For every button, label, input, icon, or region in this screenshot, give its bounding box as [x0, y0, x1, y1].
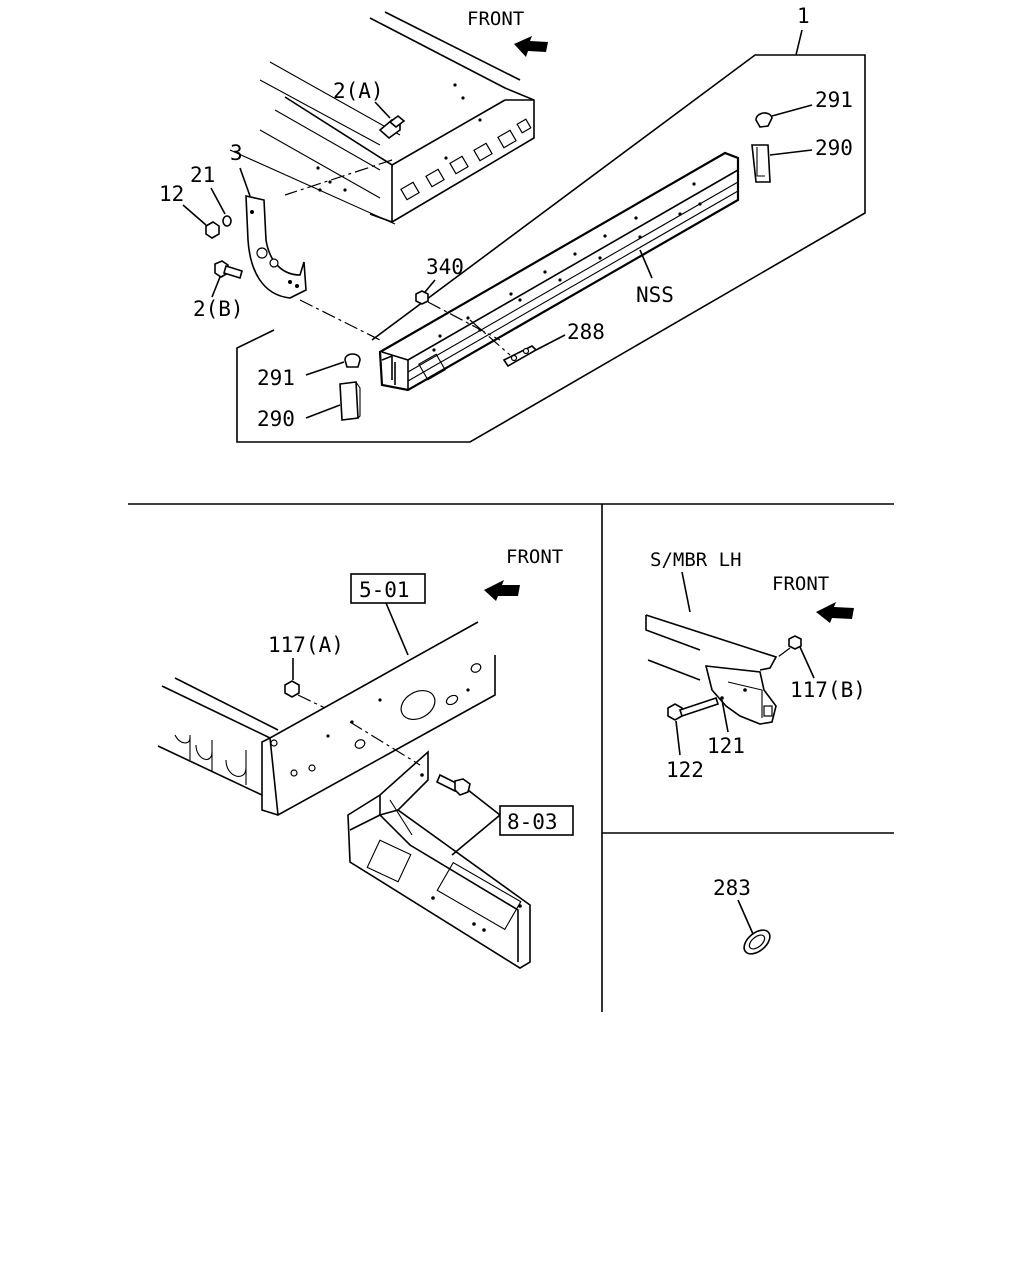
top-dashline-c	[427, 301, 501, 341]
ref-box-bracket[interactable]	[499, 805, 574, 836]
label-bush-290-top: 290	[815, 136, 853, 160]
lower-frame-rail	[157, 621, 496, 817]
leader-8-03-a	[467, 789, 501, 816]
plate-288-icon	[502, 345, 538, 368]
bolt-122-icon	[667, 696, 720, 721]
ref-box-bracket-label: 8-03	[507, 810, 558, 834]
label-nut-117b: 117(B)	[790, 678, 866, 702]
br-member-label: S/MBR LH	[650, 549, 742, 571]
bush-290-top-icon	[751, 144, 771, 183]
top-dashline-a	[284, 159, 393, 196]
leader-2b	[211, 276, 221, 298]
nut-117a-icon	[284, 680, 300, 698]
bolt-8-03-icon	[435, 773, 471, 796]
bl-dashline-a	[297, 694, 326, 709]
bottom-right-panel: S/MBR LH FRONT 121 122 117(B)	[645, 549, 866, 782]
upper-frame-rail	[229, 11, 535, 225]
leader-291-top	[771, 104, 813, 117]
label-washer-21: 21	[190, 163, 215, 187]
leader-288	[535, 334, 566, 351]
bl-dashline-b	[349, 721, 421, 766]
leader-122	[675, 720, 681, 756]
bracket-3-icon	[245, 194, 307, 299]
leader-21	[210, 187, 226, 215]
label-grommet-283: 283	[713, 876, 751, 900]
bl-front-arrow-icon	[484, 580, 520, 601]
label-nut-340: 340	[426, 255, 464, 279]
leader-340	[424, 279, 436, 293]
callout-1-leader	[795, 29, 803, 56]
cap-291-bottom-icon	[344, 353, 361, 368]
leader-290-bottom	[305, 404, 341, 419]
top-front-label: FRONT	[467, 8, 524, 30]
leader-291-bottom	[305, 361, 345, 376]
bracket-121-icon	[704, 665, 777, 725]
label-bolt-2b: 2(B)	[193, 297, 244, 321]
leader-3	[239, 167, 251, 197]
label-nut-12: 12	[159, 182, 184, 206]
bracket-8-03-assembly	[347, 750, 531, 969]
leader-smbr	[681, 571, 691, 613]
side-member-lh	[645, 614, 778, 681]
leader-5-01	[385, 602, 409, 656]
grommet-283-icon	[743, 929, 771, 955]
label-cap-291-top: 291	[815, 88, 853, 112]
label-bolt-122: 122	[666, 758, 704, 782]
assembly-callout-1: 1	[797, 4, 810, 28]
bottom-left-panel: FRONT 5-01	[157, 546, 574, 969]
nut-12-icon	[205, 221, 220, 239]
leader-12	[182, 204, 207, 226]
label-bush-290-bottom: 290	[257, 407, 295, 431]
washer-21-icon	[222, 215, 232, 227]
top-front-arrow-icon	[514, 36, 548, 57]
leader-nss	[639, 249, 653, 279]
nut-117b-icon	[788, 635, 802, 650]
label-plate-288: 288	[567, 320, 605, 344]
br-front-arrow-icon	[816, 602, 854, 623]
cap-291-top-icon	[755, 112, 773, 128]
leader-2a	[374, 101, 391, 119]
assembly-boundary	[236, 54, 866, 443]
bl-front-label: FRONT	[506, 546, 563, 568]
br-front-label: FRONT	[772, 573, 829, 595]
label-nut-117a: 117(A)	[268, 633, 344, 657]
top-panel: FRONT 1	[159, 4, 866, 443]
ref-box-frame[interactable]	[350, 573, 426, 604]
label-bracket-3: 3	[230, 141, 243, 165]
leader-117b	[799, 646, 815, 679]
label-member-nss: NSS	[636, 283, 674, 307]
top-dashline-d	[469, 319, 511, 356]
ref-box-frame-label: 5-01	[359, 578, 410, 602]
leader-8-03-b	[451, 814, 501, 856]
nut-340-icon	[415, 290, 429, 305]
leader-283	[737, 899, 754, 935]
top-dashline-b	[299, 299, 381, 341]
label-bracket-121: 121	[707, 734, 745, 758]
leader-290-top	[769, 149, 813, 156]
label-bolt-2a: 2(A)	[333, 79, 384, 103]
br-dashline	[773, 647, 791, 661]
cross-member-nss	[378, 151, 740, 392]
bolt-2a-icon	[378, 114, 406, 140]
label-cap-291-bottom: 291	[257, 366, 295, 390]
bush-290-bottom-icon	[339, 381, 361, 421]
leader-121	[721, 699, 729, 733]
bolt-2b-icon	[214, 260, 243, 280]
grommet-panel: 283	[713, 876, 771, 955]
